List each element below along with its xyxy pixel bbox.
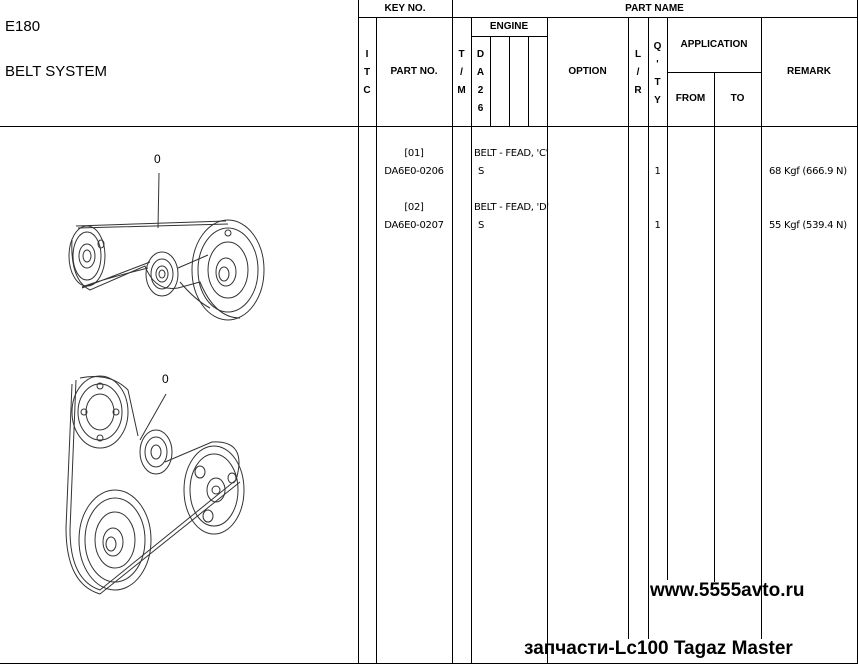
remark-header: REMARK xyxy=(787,66,831,77)
header-bottom-rule xyxy=(0,126,858,127)
engine-header: ENGINE xyxy=(489,21,529,32)
col-divider xyxy=(376,17,377,664)
engine-mark: S xyxy=(478,220,485,231)
col-divider xyxy=(667,17,668,580)
remark: 55 Kgf (539.4 N) xyxy=(769,220,847,231)
footer-rule xyxy=(0,663,858,664)
part-number[interactable]: DA6E0-0207 xyxy=(384,220,444,231)
belt-system-illustration xyxy=(65,172,265,595)
watermark-tagline: запчасти-Lc100 Tagaz Master xyxy=(524,638,793,659)
from-header: FROM xyxy=(675,93,706,104)
to-header: TO xyxy=(730,93,745,104)
part-name: BELT - FEAD, 'D' xyxy=(474,202,549,213)
quantity: 1 xyxy=(654,220,661,231)
col-divider xyxy=(761,17,762,639)
belt-c-drawing xyxy=(68,172,265,321)
callout-label-01: 0 xyxy=(154,152,161,166)
quantity: 1 xyxy=(654,166,661,177)
col-divider xyxy=(452,0,453,664)
col-divider xyxy=(528,36,529,127)
header-sub-rule xyxy=(358,17,858,18)
watermark-site: www.5555avto.ru xyxy=(650,580,805,601)
engine-mark: S xyxy=(478,166,485,177)
part-no-header: PART NO. xyxy=(390,66,438,77)
remark: 68 Kgf (666.9 N) xyxy=(769,166,847,177)
col-divider xyxy=(628,17,629,639)
application-header: APPLICATION xyxy=(680,39,748,50)
key-number: [01] xyxy=(404,148,424,159)
col-divider xyxy=(471,17,472,664)
col-divider xyxy=(509,36,510,127)
key-no-header: KEY NO. xyxy=(384,3,426,14)
tim-header: T/M xyxy=(457,49,466,96)
page-title: BELT SYSTEM xyxy=(5,63,107,80)
col-divider xyxy=(714,72,715,582)
col-divider xyxy=(547,17,548,664)
key-number: [02] xyxy=(404,202,424,213)
table-left-border xyxy=(358,0,359,664)
part-number[interactable]: DA6E0-0206 xyxy=(384,166,444,177)
lr-header: L/R xyxy=(634,49,642,96)
part-name: BELT - FEAD, 'C' xyxy=(474,148,549,159)
model-code: E180 xyxy=(5,18,41,35)
col-divider xyxy=(648,17,649,639)
part-name-header: PART NAME xyxy=(625,3,684,14)
option-header: OPTION xyxy=(568,66,607,77)
callout-label-02: 0 xyxy=(162,372,169,386)
col-divider xyxy=(490,36,491,127)
belt-d-drawing xyxy=(65,375,245,595)
